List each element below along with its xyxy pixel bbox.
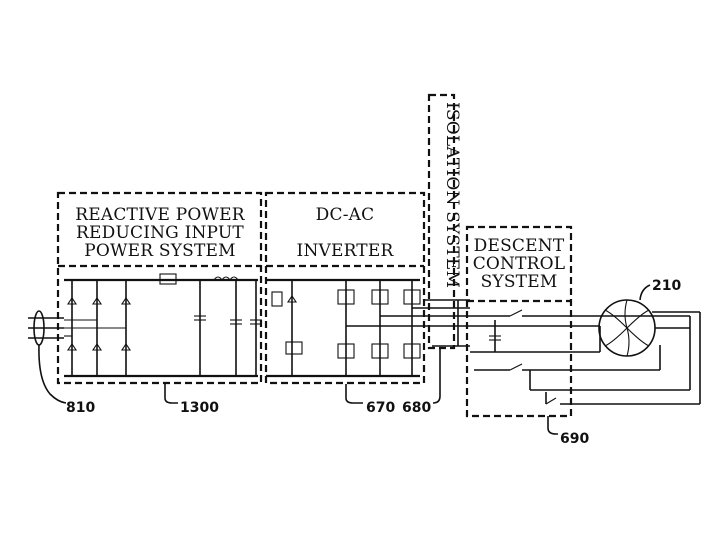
descent-label-line1: DESCENT <box>474 236 565 256</box>
ref-670-leader <box>346 384 363 403</box>
reactive-label-line3: POWER SYSTEM <box>84 241 236 261</box>
isolation-wiring <box>424 300 470 346</box>
descent-label-line2: CONTROL <box>473 254 566 274</box>
reactive-label-line2: REDUCING INPUT <box>76 223 244 243</box>
ref-670: 670 <box>366 400 395 416</box>
ref-810: 810 <box>66 400 95 416</box>
ref-690: 690 <box>560 431 589 447</box>
descent-label-line3: SYSTEM <box>481 272 558 292</box>
ref-210: 210 <box>652 278 681 294</box>
rectifier-circuit <box>64 274 262 376</box>
ref-210-leader <box>640 285 650 300</box>
descent-control-block: DESCENT CONTROL SYSTEM <box>467 227 700 416</box>
ref-680-leader <box>433 348 440 403</box>
ref-810-leader <box>39 345 66 403</box>
descent-circuit <box>470 310 700 404</box>
ref-690-leader <box>548 416 558 434</box>
ref-1300-leader <box>165 384 178 403</box>
ref-1300: 1300 <box>180 400 219 416</box>
ref-680: 680 <box>402 400 431 416</box>
isolation-block: ISOLATION SYSTEM <box>429 95 462 348</box>
inverter-label-line1: DC-AC <box>316 205 375 225</box>
isolation-label: ISOLATION SYSTEM <box>442 102 462 288</box>
inverter-label-line2: INVERTER <box>297 241 395 261</box>
reactive-label-line1: REACTIVE POWER <box>75 205 245 225</box>
reactive-power-block: REACTIVE POWER REDUCING INPUT POWER SYST… <box>58 193 262 383</box>
